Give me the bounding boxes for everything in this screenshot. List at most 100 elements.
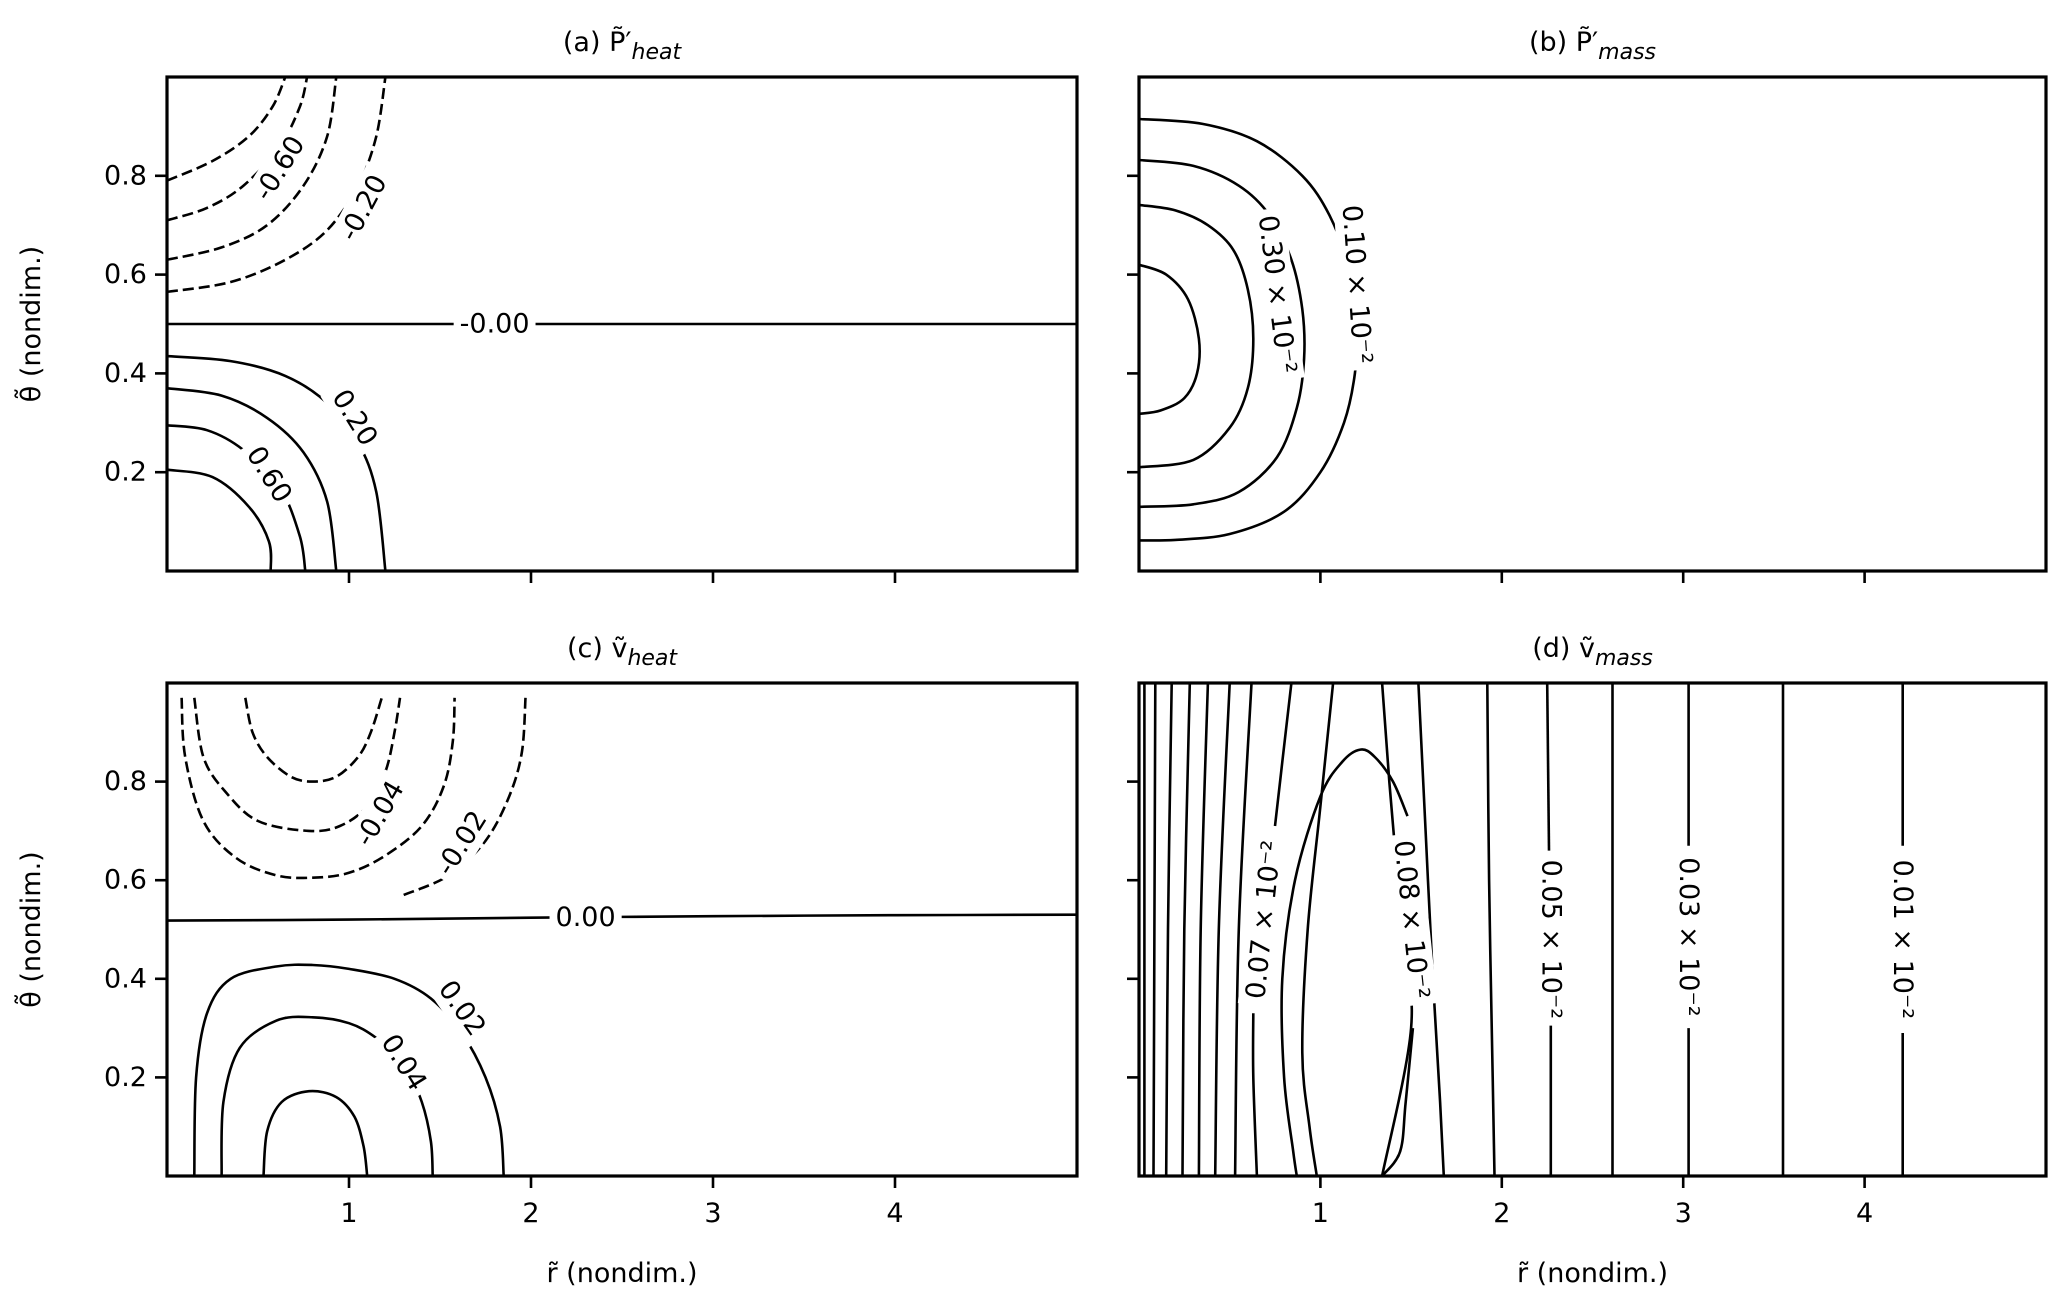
contour-label-bg [1671,851,1707,1023]
contour-line-0.0004 [1197,683,1210,1176]
contour-label-bg [425,799,499,888]
contour-label: -0.60 [248,131,311,207]
contour-line--0.6 [167,77,309,222]
contour-line--0.06 [193,697,402,833]
x-tick-label: 2 [1493,1198,1510,1229]
y-tick-label: 0.2 [104,1062,147,1093]
contour-line--0.4 [167,77,338,262]
panel-title-subscript: mass [1598,40,1656,65]
contour-line--0.8 [167,77,287,182]
panel-title: (b) P̃′mass [1529,26,1656,65]
contour-label-bg [1885,853,1921,1026]
contour-line-0.001 [1139,117,1359,542]
contour-line-0.00075 [1300,683,1335,1176]
contour-lines [1139,117,1359,542]
x-tick-label: 1 [340,1198,357,1229]
x-tick-label: 3 [704,1198,721,1229]
contour-line-0.0008 [1381,1027,1415,1176]
contour-label-bg [1333,197,1381,372]
contour-line-0.04 [220,1015,434,1176]
contour-line-0.0008 [1280,748,1409,1176]
y-tick-label: 0.8 [104,160,147,191]
panel-title-main: (d) ṽ [1532,633,1595,664]
contour-label-bg [426,968,497,1048]
x-tick-label: 4 [886,1198,903,1229]
contour-label: 0.01 × 10⁻² [1887,860,1918,1019]
contour-lines [167,77,1077,571]
contour-label-bg [1249,207,1305,382]
y-tick-label: 0.2 [104,457,147,488]
y-tick-label: 0.6 [104,259,147,290]
contour-label: 0.10 × 10⁻² [1336,204,1378,365]
panel-title-subscript: heat [627,646,678,671]
contour-line--0.04 [180,697,456,880]
panel-a: -0.60-0.20-0.000.200.600.20.40.60.8(a) P… [14,26,1079,583]
contour-label-bg [453,306,536,342]
contour-line-0.0005 [1213,683,1231,1176]
contour-label: 0.05 × 10⁻² [1535,860,1566,1019]
contour-line--0.02 [403,697,527,897]
contour-line-0.0003 [1181,683,1192,1176]
x-tick-label: 4 [1856,1198,1873,1229]
contour-line-0.0002 [1164,683,1173,1176]
contour-label-bg [234,434,303,515]
contour-label-bg [1533,853,1569,1026]
panel-title-main: (b) P̃′ [1529,26,1598,58]
y-axis-label: θ̃ (nondim.) [14,851,47,1007]
contour-line-0.06 [262,1089,369,1176]
contour-line-0.0006 [1486,683,1496,1176]
contour-line-0.02 [193,963,505,1176]
x-tick-label: 3 [1675,1198,1692,1229]
y-tick-label: 0.4 [104,358,147,389]
contour-label-bg [1384,832,1438,1007]
y-tick-label: 0.4 [104,963,147,994]
contour-line-0.4 [167,386,338,571]
contour-label: -0.00 [460,309,530,340]
contour-line-0.0007 [1273,683,1293,827]
axes-frame [1137,75,2048,573]
contour-label: -0.04 [349,776,411,852]
axes-frame [1137,681,2048,1178]
panel-title: (d) ṽmass [1532,633,1653,671]
panel-title-main: (c) ṽ [567,633,627,664]
y-axis-label: θ̃ (nondim.) [14,246,47,402]
contour-label-bg [549,900,622,936]
contour-label: 0.00 [556,902,616,933]
contour-label-bg [320,378,389,458]
x-tick-label: 1 [1312,1198,1329,1229]
contour-line-0.0005 [1545,683,1551,851]
x-axis-label: r̃ (nondim.) [546,1258,697,1289]
contour-label-bg [328,163,399,253]
x-axis-label: r̃ (nondim.) [1517,1258,1668,1289]
contour-line-0.0006 [1233,683,1253,1176]
x-tick-label: 2 [522,1198,539,1229]
contour-line-0.003 [1139,203,1255,469]
panel-title: (a) P̃′heat [563,26,683,65]
axes-frame [165,75,1079,573]
contour-line-0.004 [1139,263,1201,416]
y-tick-label: 0.8 [104,766,147,797]
contour-line--0.2 [167,77,387,294]
contour-line-0.8 [167,468,273,571]
axes-frame [165,681,1079,1178]
panel-title: (c) ṽheat [567,633,678,671]
panel-title-subscript: heat [632,40,683,65]
panel-title-subscript: mass [1595,646,1653,671]
contour-label-bg [369,1022,438,1103]
contour-line-0.0007 [1251,1013,1259,1176]
panel-title-main: (a) P̃′ [563,26,632,58]
contour-line-0.002 [1139,158,1306,509]
contour-line-0 [167,913,1077,922]
contour-label-bg [344,769,416,858]
y-tick-label: 0.6 [104,865,147,896]
contour-label-bg [243,124,317,213]
contour-line--0.08 [244,697,384,783]
contour-lines [1143,683,1904,1176]
contour-label-bg [1237,832,1291,1007]
contour-line-0.0001 [1152,683,1157,1176]
contour-label: 0.03 × 10⁻² [1673,857,1704,1016]
